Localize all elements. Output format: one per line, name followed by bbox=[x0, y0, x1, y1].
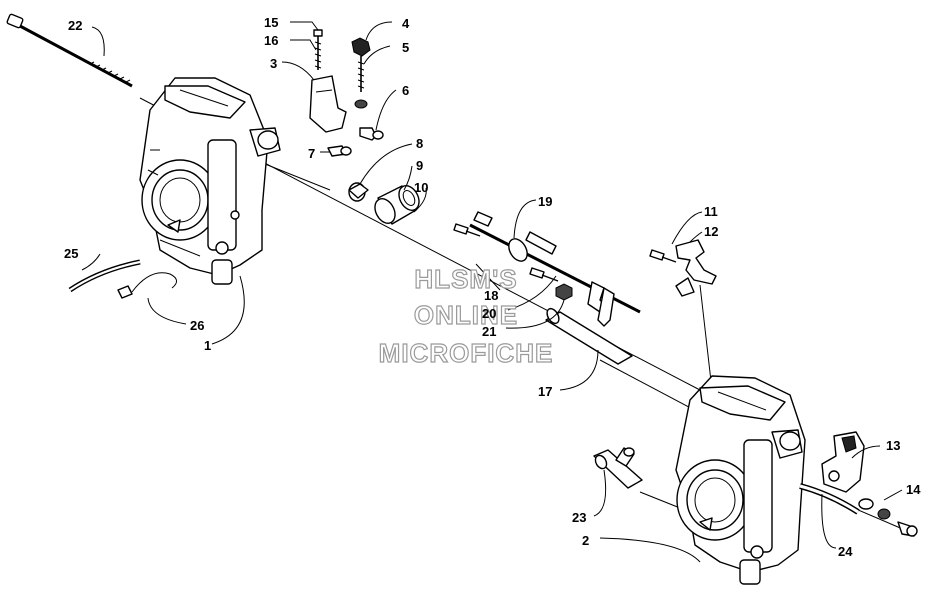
callout-24: 24 bbox=[838, 544, 853, 559]
part-23-fitting bbox=[593, 447, 643, 489]
callout-8: 8 bbox=[416, 136, 423, 151]
callout-25: 25 bbox=[64, 246, 78, 261]
part-19-throttle-shaft bbox=[469, 211, 641, 327]
part-9-10-cylinder bbox=[374, 185, 420, 225]
callout-15: 15 bbox=[264, 15, 278, 30]
watermark: HLSM'S ONLINE MICROFICHE bbox=[378, 263, 554, 368]
watermark-line-1: HLSM'S bbox=[414, 264, 517, 294]
carburetor-left bbox=[139, 77, 281, 285]
part-25-cable bbox=[68, 259, 141, 293]
callout-16: 16 bbox=[264, 33, 278, 48]
callout-26: 26 bbox=[190, 318, 204, 333]
part-26-clip bbox=[117, 272, 177, 299]
callout-10: 10 bbox=[414, 180, 428, 195]
watermark-line-2: ONLINE bbox=[414, 300, 518, 330]
callout-21: 21 bbox=[482, 324, 496, 339]
part-4-knob bbox=[351, 37, 371, 92]
part-8-sleeve bbox=[348, 182, 369, 202]
callout-1: 1 bbox=[204, 338, 211, 353]
callout-9: 9 bbox=[416, 158, 423, 173]
callout-20: 20 bbox=[482, 306, 496, 321]
part-21-nut bbox=[555, 283, 573, 301]
callout-18: 18 bbox=[484, 288, 498, 303]
part-20-screw bbox=[529, 267, 559, 282]
carburetor-right bbox=[675, 375, 806, 585]
part-13-bracket bbox=[821, 431, 865, 493]
callout-4: 4 bbox=[402, 16, 410, 31]
callout-6: 6 bbox=[402, 83, 409, 98]
callout-7: 7 bbox=[308, 146, 315, 161]
callout-labels: 1 2 3 4 5 6 7 8 9 10 11 12 13 14 15 16 1… bbox=[64, 15, 921, 559]
callout-11: 11 bbox=[704, 204, 718, 219]
callout-12: 12 bbox=[704, 224, 718, 239]
callout-3: 3 bbox=[270, 56, 277, 71]
part-5-washer bbox=[354, 99, 368, 109]
part-6-screw bbox=[359, 127, 384, 141]
callout-5: 5 bbox=[402, 40, 409, 55]
callout-19: 19 bbox=[538, 194, 552, 209]
part-24-hose bbox=[799, 483, 860, 515]
callout-17: 17 bbox=[538, 384, 552, 399]
part-7-screw bbox=[327, 145, 352, 157]
callout-23: 23 bbox=[572, 510, 586, 525]
part-11-screw bbox=[649, 249, 677, 263]
leader-lines bbox=[81, 21, 903, 563]
part-18-screw bbox=[453, 223, 481, 237]
part-15-16-screw bbox=[313, 29, 323, 70]
watermark-line-3: MICROFICHE bbox=[379, 338, 554, 368]
callout-13: 13 bbox=[886, 438, 900, 453]
part-22-long-bolt bbox=[6, 13, 133, 88]
part-12-bracket bbox=[675, 239, 717, 297]
callout-2: 2 bbox=[582, 533, 589, 548]
callout-22: 22 bbox=[68, 18, 82, 33]
part-3-bracket bbox=[309, 75, 347, 133]
callout-14: 14 bbox=[906, 482, 921, 497]
part-17-tube bbox=[545, 307, 633, 365]
part-14-hardware bbox=[858, 498, 918, 537]
